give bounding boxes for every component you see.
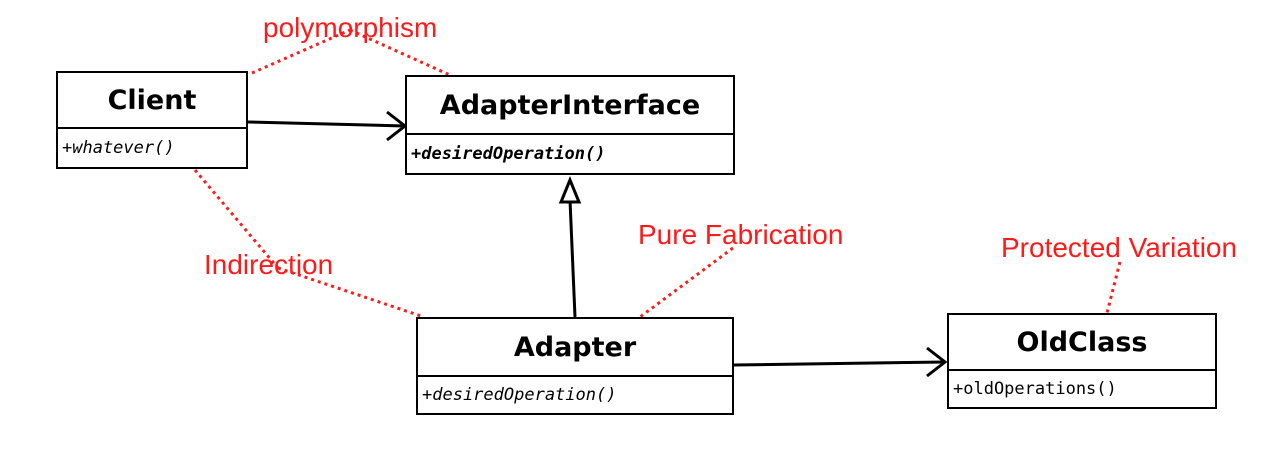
oldclass-operation: +oldOperations() bbox=[953, 379, 1117, 399]
pure-fabrication-link bbox=[639, 246, 734, 319]
adapter-operation: +desiredOperation() bbox=[422, 385, 617, 405]
indirection-link-client bbox=[193, 169, 280, 269]
oldclass-class: OldClass +oldOperations() bbox=[947, 313, 1217, 409]
adapter-interface-operation: +desiredOperation() bbox=[411, 144, 606, 164]
client-class: Client +whatever() bbox=[56, 71, 248, 169]
adapter-class: Adapter +desiredOperation() bbox=[416, 317, 734, 415]
indirection-link-adapter bbox=[277, 266, 425, 319]
oldclass-association-arrowhead bbox=[926, 346, 948, 378]
client-class-name: Client bbox=[58, 73, 246, 129]
adapter-interface-class-name: AdapterInterface bbox=[407, 77, 733, 135]
adapter-interface-class: AdapterInterface +desiredOperation() bbox=[405, 75, 735, 175]
client-operation: +whatever() bbox=[62, 138, 175, 158]
adapter-realization-line bbox=[568, 199, 577, 318]
polymorphism-link-interface bbox=[349, 28, 451, 77]
indirection-annotation: Indirection bbox=[204, 249, 334, 280]
pure-fabrication-annotation: Pure Fabrication bbox=[638, 219, 844, 250]
protected-variation-link bbox=[1105, 261, 1122, 314]
client-to-interface-association bbox=[247, 120, 406, 128]
adapter-to-oldclass-association bbox=[732, 360, 946, 367]
oldclass-class-name: OldClass bbox=[949, 315, 1215, 371]
polymorphism-annotation: polymorphism bbox=[263, 12, 438, 43]
adapter-class-name: Adapter bbox=[418, 319, 732, 377]
realization-arrowhead bbox=[558, 176, 582, 204]
protected-variation-annotation: Protected Variation bbox=[1001, 232, 1238, 263]
